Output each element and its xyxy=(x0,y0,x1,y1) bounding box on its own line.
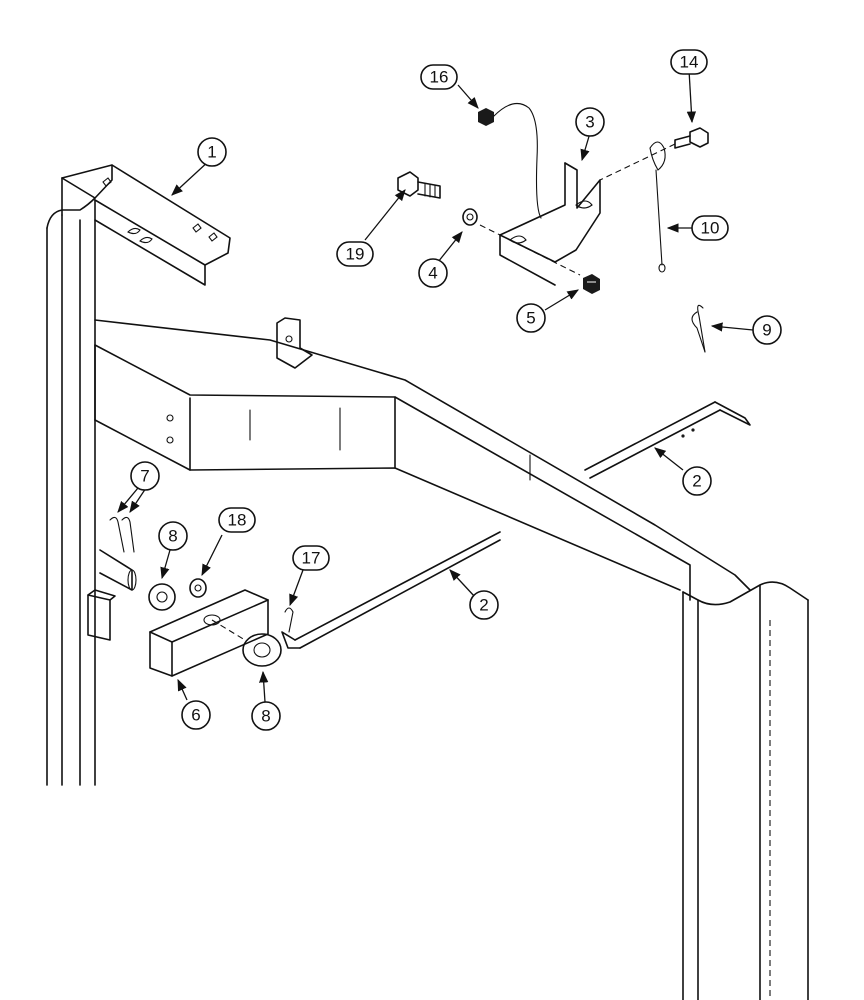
callout-17: 17 xyxy=(292,545,330,571)
callout-1-label: 1 xyxy=(207,143,216,162)
callout-5-label: 5 xyxy=(526,309,535,328)
beam-mount-tab xyxy=(276,317,313,369)
callout-19-label: 19 xyxy=(346,245,365,264)
callout-5: 5 xyxy=(516,303,546,333)
callout-7: 7 xyxy=(130,461,160,491)
callout-19: 19 xyxy=(336,241,374,267)
right-upright-post xyxy=(682,581,809,1000)
callout-10-label: 10 xyxy=(701,219,720,238)
nut-item-5 xyxy=(583,274,600,294)
nut-item-16 xyxy=(478,102,542,219)
callout-8-left-label: 8 xyxy=(168,527,177,546)
cross-beam xyxy=(94,319,751,601)
callout-9: 9 xyxy=(752,315,782,345)
callout-16-label: 16 xyxy=(430,68,449,87)
bolt-item-14 xyxy=(599,127,709,181)
bolt-item-19 xyxy=(397,171,441,199)
callout-2-upper: 2 xyxy=(682,466,712,496)
callout-2-lower: 2 xyxy=(469,590,499,620)
callout-10: 10 xyxy=(691,215,729,241)
callout-6: 6 xyxy=(181,700,211,730)
callout-18: 18 xyxy=(218,507,256,533)
bracket-item-3 xyxy=(479,162,601,286)
callout-6-label: 6 xyxy=(191,706,200,725)
rod-item-2-lower xyxy=(281,531,501,649)
post-block xyxy=(87,589,116,641)
washer-item-8-right xyxy=(242,633,282,667)
callout-leaders xyxy=(117,69,754,703)
rod-item-2-upper xyxy=(584,401,751,479)
washer-item-18 xyxy=(189,578,207,598)
washer-item-8-left xyxy=(148,583,176,611)
left-upright-post xyxy=(46,177,96,786)
callout-17-label: 17 xyxy=(302,549,321,568)
callout-3-label: 3 xyxy=(585,113,594,132)
callout-4: 4 xyxy=(418,258,448,288)
pin-tube xyxy=(99,549,137,591)
washer-item-4 xyxy=(462,208,478,226)
hairpin-item-9 xyxy=(691,304,706,353)
callout-2-lower-label: 2 xyxy=(479,596,488,615)
cotter-pins-item-7 xyxy=(109,516,135,553)
callout-16: 16 xyxy=(420,64,458,90)
callout-8-right: 8 xyxy=(251,701,281,731)
callout-2-upper-label: 2 xyxy=(692,472,701,491)
angle-bracket-item-1 xyxy=(61,164,231,286)
lanyard-item-10 xyxy=(649,141,666,273)
cotter-pin-item-17 xyxy=(284,607,294,633)
callout-9-label: 9 xyxy=(762,321,771,340)
callout-4-label: 4 xyxy=(428,264,437,283)
callout-14: 14 xyxy=(670,49,708,75)
callout-7-label: 7 xyxy=(140,467,149,486)
callout-14-label: 14 xyxy=(680,53,699,72)
callout-18-label: 18 xyxy=(228,511,247,530)
callout-1: 1 xyxy=(197,137,227,167)
callout-8-right-label: 8 xyxy=(261,707,270,726)
callout-3: 3 xyxy=(575,107,605,137)
callout-8-left: 8 xyxy=(158,521,188,551)
